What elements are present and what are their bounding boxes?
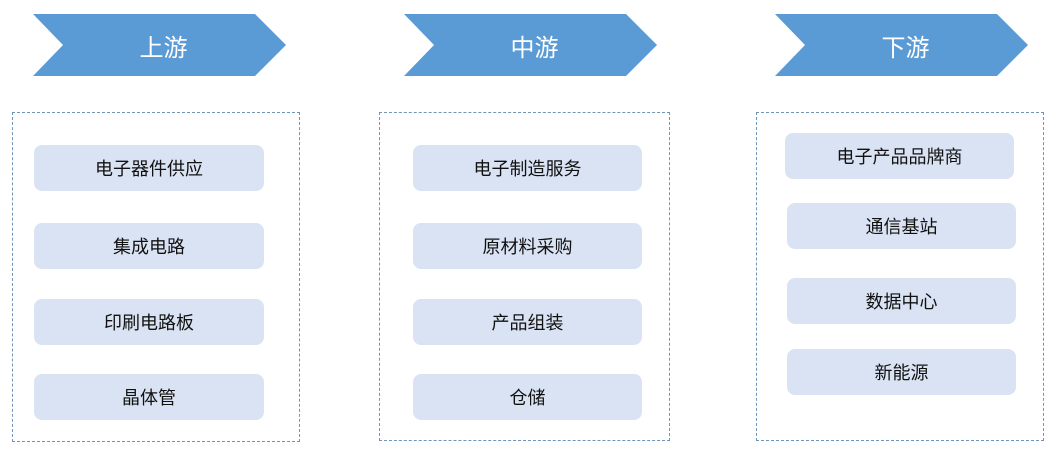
stage-chevron-upstream: 上游 [33, 14, 286, 76]
stage-group-upstream: 电子器件供应 集成电路 印刷电路板 晶体管 [12, 112, 300, 442]
list-item: 电子制造服务 [413, 145, 642, 191]
chevron-arrow-shape [33, 14, 286, 76]
stage-chevron-downstream: 下游 [775, 14, 1028, 76]
list-item: 仓储 [413, 374, 642, 420]
list-item: 集成电路 [34, 223, 264, 269]
list-item: 产品组装 [413, 299, 642, 345]
stage-chevron-midstream: 中游 [404, 14, 657, 76]
list-item: 原材料采购 [413, 223, 642, 269]
stage-title: 上游 [139, 33, 188, 62]
list-item: 印刷电路板 [34, 299, 264, 345]
stage-title: 中游 [510, 33, 559, 62]
list-item: 电子产品品牌商 [785, 133, 1014, 179]
list-item: 电子器件供应 [34, 145, 264, 191]
stage-group-downstream: 电子产品品牌商 通信基站 数据中心 新能源 [756, 112, 1044, 441]
stage-title: 下游 [881, 33, 930, 62]
list-item: 新能源 [787, 349, 1016, 395]
stage-group-midstream: 电子制造服务 原材料采购 产品组装 仓储 [379, 112, 670, 441]
chevron-arrow-shape [404, 14, 657, 76]
list-item: 数据中心 [787, 278, 1016, 324]
chevron-arrow-shape [775, 14, 1028, 76]
list-item: 通信基站 [787, 203, 1016, 249]
list-item: 晶体管 [34, 374, 264, 420]
